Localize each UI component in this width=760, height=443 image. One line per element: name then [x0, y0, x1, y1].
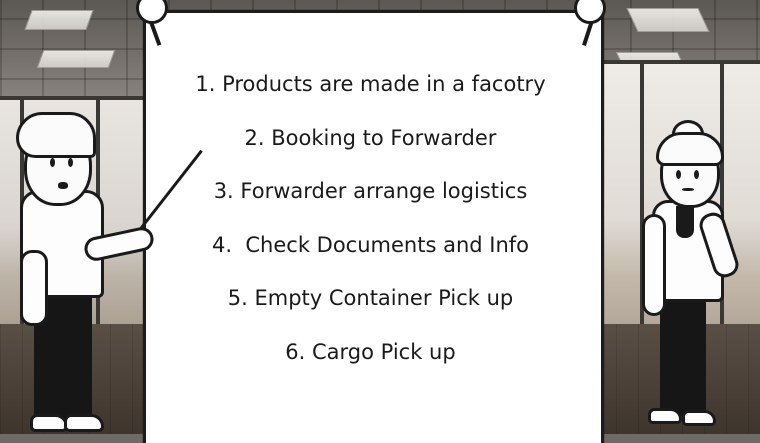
woman-eye — [694, 170, 699, 179]
step-item: 6. Cargo Pick up — [285, 339, 456, 364]
presenter-character — [0, 0, 203, 434]
presenter-mouth — [58, 182, 68, 189]
presenter-eye — [50, 158, 55, 167]
presenter-hair — [16, 112, 96, 158]
woman-eye — [676, 170, 681, 179]
woman-character — [620, 0, 760, 434]
woman-hair — [656, 132, 724, 166]
presenter-eye — [68, 158, 73, 167]
woman-top — [676, 206, 694, 238]
window-frame — [720, 60, 724, 350]
step-list: 1. Products are made in a facotry 2. Boo… — [143, 58, 598, 379]
woman-arm — [642, 214, 666, 316]
pointer-stick — [138, 149, 203, 231]
presenter-shoe — [30, 414, 68, 432]
woman-shoe — [682, 410, 716, 426]
presenter-shoe — [64, 414, 104, 432]
step-item: 4. Check Documents and Info — [212, 232, 529, 257]
step-item: 2. Booking to Forwarder — [244, 125, 497, 150]
step-item: 3. Forwarder arrange logistics — [213, 179, 528, 203]
step-item: 1. Products are made in a facotry — [195, 72, 546, 96]
window-frame — [640, 60, 644, 350]
step-item: 5. Empty Container Pick up — [227, 286, 514, 310]
window-frame — [0, 96, 150, 100]
window-frame — [600, 60, 760, 64]
woman-pants — [660, 290, 706, 416]
woman-shoe — [648, 408, 682, 424]
whiteboard — [143, 10, 604, 443]
woman-mouth — [682, 188, 694, 191]
presenter-arm — [20, 250, 48, 326]
